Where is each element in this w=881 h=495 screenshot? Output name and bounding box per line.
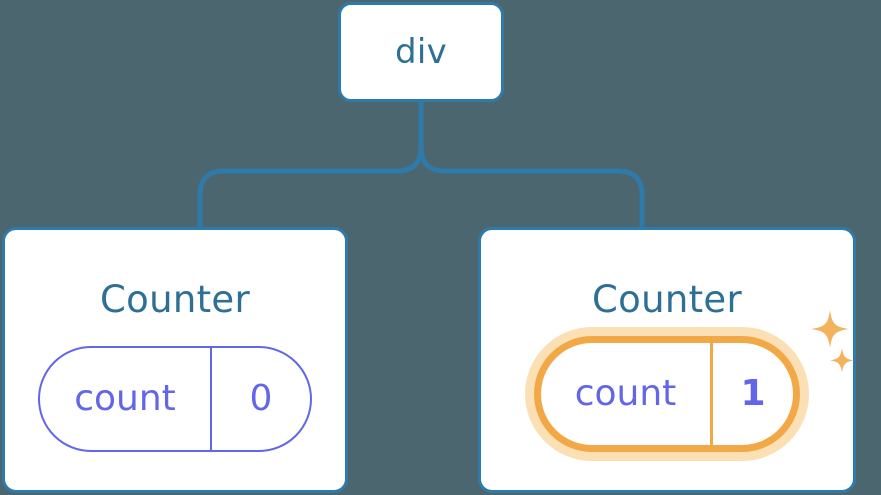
state-pill-left[interactable]: count 0 [38,346,312,452]
state-pill-wrap-right: count 1 [534,310,854,452]
node-div-title: div [394,32,448,72]
node-counter-left-title: Counter [100,278,250,321]
edge-root-to-right [418,144,645,230]
state-pill-right[interactable]: count 1 [534,336,800,452]
node-div[interactable]: div [338,2,504,102]
sparkle-icon [811,310,849,348]
state-value-right: 1 [740,373,766,414]
edge-root-to-left [197,144,424,230]
state-value-left: 0 [249,378,273,419]
state-pill-wrap-left: count 0 [38,346,312,452]
sparkle-group [811,310,854,373]
sparkle-small-icon [830,348,854,373]
node-counter-right[interactable]: Counter count 1 [478,227,856,493]
node-counter-right-title: Counter [592,278,742,321]
state-key-right: count [541,343,713,445]
node-counter-left[interactable]: Counter count 0 [2,227,348,493]
state-key-left: count [40,348,212,450]
